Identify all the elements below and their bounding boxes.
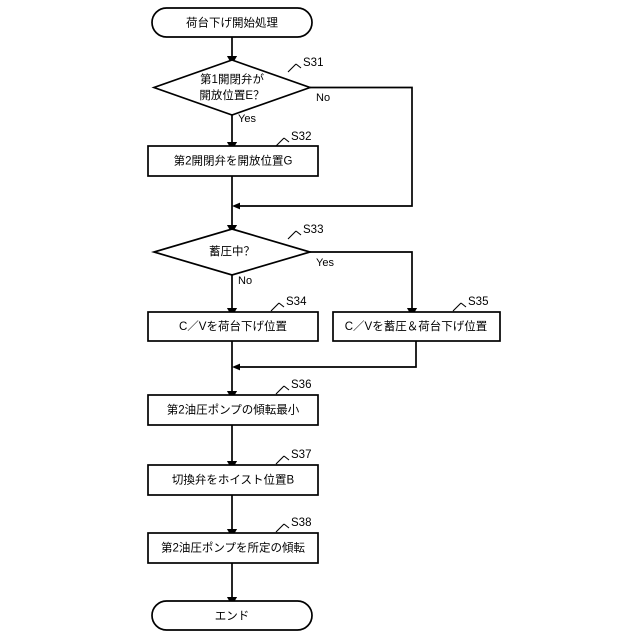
s32-step-number: S32 bbox=[291, 131, 311, 143]
s37-step-tick-icon bbox=[275, 455, 290, 465]
s32-step-tick-icon bbox=[275, 137, 290, 147]
s32-label: 第2開閉弁を開放位置G bbox=[174, 154, 293, 168]
s36-label: 第2油圧ポンプの傾転最小 bbox=[167, 403, 300, 417]
node-s34: C／Vを荷台下げ位置 S34 bbox=[147, 296, 319, 342]
node-s33: 蓄圧中？ S33 bbox=[150, 224, 323, 276]
connector-s35-merge-arrowhead bbox=[232, 363, 240, 371]
s36-step-tick-icon bbox=[275, 385, 290, 395]
node-start: 荷台下げ開始処理 bbox=[151, 7, 313, 38]
s35-label: C／Vを蓄圧＆荷台下げ位置 bbox=[345, 319, 487, 333]
s31-yes-label: Yes bbox=[238, 113, 256, 125]
node-s32: 第2開閉弁を開放位置G S32 bbox=[147, 131, 319, 177]
s38-label: 第2油圧ポンプを所定の傾転 bbox=[161, 541, 306, 555]
s37-label: 切換弁をホイスト位置B bbox=[172, 473, 295, 487]
s35-step-tick-icon bbox=[452, 302, 467, 312]
s37-rect-shape bbox=[147, 464, 319, 496]
connector-s31-no bbox=[240, 86, 413, 207]
s31-diamond-shape bbox=[151, 59, 313, 116]
connector-s33-yes bbox=[310, 251, 418, 317]
end-label: エンド bbox=[215, 611, 250, 623]
s33-step-number: S33 bbox=[303, 224, 323, 236]
s34-rect-shape bbox=[147, 311, 319, 342]
node-s36: 第2油圧ポンプの傾転最小 S36 bbox=[147, 379, 319, 426]
s36-rect-shape bbox=[147, 394, 319, 426]
s32-rect-shape bbox=[147, 145, 319, 177]
s38-step-tick-icon bbox=[275, 523, 290, 533]
node-end: エンド bbox=[151, 600, 313, 631]
s38-step-number: S38 bbox=[291, 517, 311, 529]
s34-label: C／Vを荷台下げ位置 bbox=[179, 319, 287, 333]
s34-step-tick-icon bbox=[270, 302, 285, 312]
s34-step-number: S34 bbox=[286, 296, 307, 308]
node-s38: 第2油圧ポンプを所定の傾転 S38 bbox=[147, 517, 319, 564]
start-label: 荷台下げ開始処理 bbox=[186, 16, 278, 30]
s33-no-label: No bbox=[238, 275, 252, 287]
s33-step-tick-icon bbox=[287, 230, 302, 240]
s31-label-line2: 開放位置E？ bbox=[199, 88, 264, 102]
s37-step-number: S37 bbox=[291, 449, 311, 461]
s31-label-line1: 第1開閉弁が bbox=[200, 72, 264, 86]
connector-s35-merge bbox=[240, 341, 417, 368]
connector-s31-no-arrowhead bbox=[232, 202, 240, 210]
s36-step-number: S36 bbox=[291, 379, 311, 391]
s31-step-number: S31 bbox=[303, 57, 323, 69]
node-s37: 切換弁をホイスト位置B S37 bbox=[147, 449, 319, 496]
node-s35: C／Vを蓄圧＆荷台下げ位置 S35 bbox=[332, 296, 501, 342]
s35-step-number: S35 bbox=[468, 296, 488, 308]
end-terminator-shape bbox=[151, 600, 313, 631]
s33-yes-label: Yes bbox=[316, 257, 334, 269]
node-s31: 第1開閉弁が 開放位置E？ S31 bbox=[151, 57, 323, 116]
s31-step-tick-icon bbox=[287, 63, 302, 73]
s33-label-line1: 蓄圧中？ bbox=[209, 245, 255, 258]
s38-rect-shape bbox=[147, 532, 319, 564]
s31-no-label: No bbox=[316, 92, 330, 104]
